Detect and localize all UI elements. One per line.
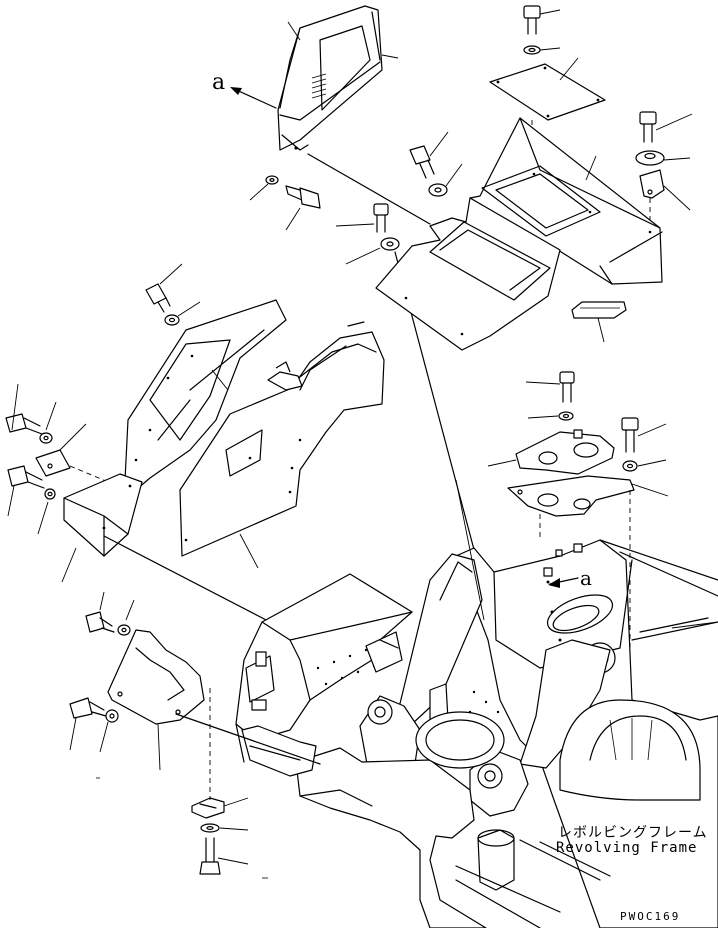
washer (37, 488, 56, 535)
bracket (639, 169, 691, 230)
base-plate (375, 197, 561, 351)
bolt (7, 465, 45, 517)
washer (117, 599, 135, 636)
leader-line (671, 621, 718, 629)
drawing-code: PWOC169 (620, 910, 681, 923)
washer (428, 163, 463, 197)
bolt (145, 263, 183, 313)
bracket (267, 361, 303, 391)
side-cover-left (123, 299, 287, 501)
bolt (409, 131, 449, 179)
frame-label-jp: レボルビングフレーム (558, 825, 708, 841)
view-arrow-icon (548, 577, 579, 588)
clip (191, 688, 249, 819)
rubber-strip (571, 301, 627, 343)
cover-plate (487, 429, 615, 475)
washer (622, 459, 667, 472)
washer (635, 150, 691, 166)
view-arrow-icon (230, 87, 277, 109)
washer (249, 175, 279, 201)
bolt (621, 417, 667, 453)
bolt (199, 837, 249, 875)
frame-label-en: Revolving Frame (556, 840, 698, 856)
bolt (335, 203, 389, 233)
corner-cover (61, 473, 271, 623)
washer (164, 301, 201, 326)
revolving-frame (295, 539, 718, 928)
bolt (639, 111, 693, 143)
bolt (69, 697, 107, 751)
frame-deck (235, 573, 500, 777)
washer (99, 709, 119, 753)
washer (39, 401, 57, 444)
grille (311, 73, 327, 99)
guard-plate (107, 629, 321, 771)
view-marker-label: a (580, 566, 592, 590)
bolt (85, 591, 115, 633)
bolt (525, 371, 575, 403)
side-cover-center (179, 321, 385, 569)
washer (523, 45, 561, 55)
bolt (523, 5, 561, 35)
upper-cover-box (469, 117, 663, 285)
bolt (5, 383, 43, 435)
bracket (35, 423, 119, 487)
leader-line (455, 479, 485, 621)
top-side-cover (277, 5, 399, 151)
bolt (285, 185, 321, 231)
view-marker-label: a (212, 70, 226, 95)
washer (200, 823, 249, 833)
leader-line (307, 153, 431, 225)
washer (527, 411, 574, 421)
